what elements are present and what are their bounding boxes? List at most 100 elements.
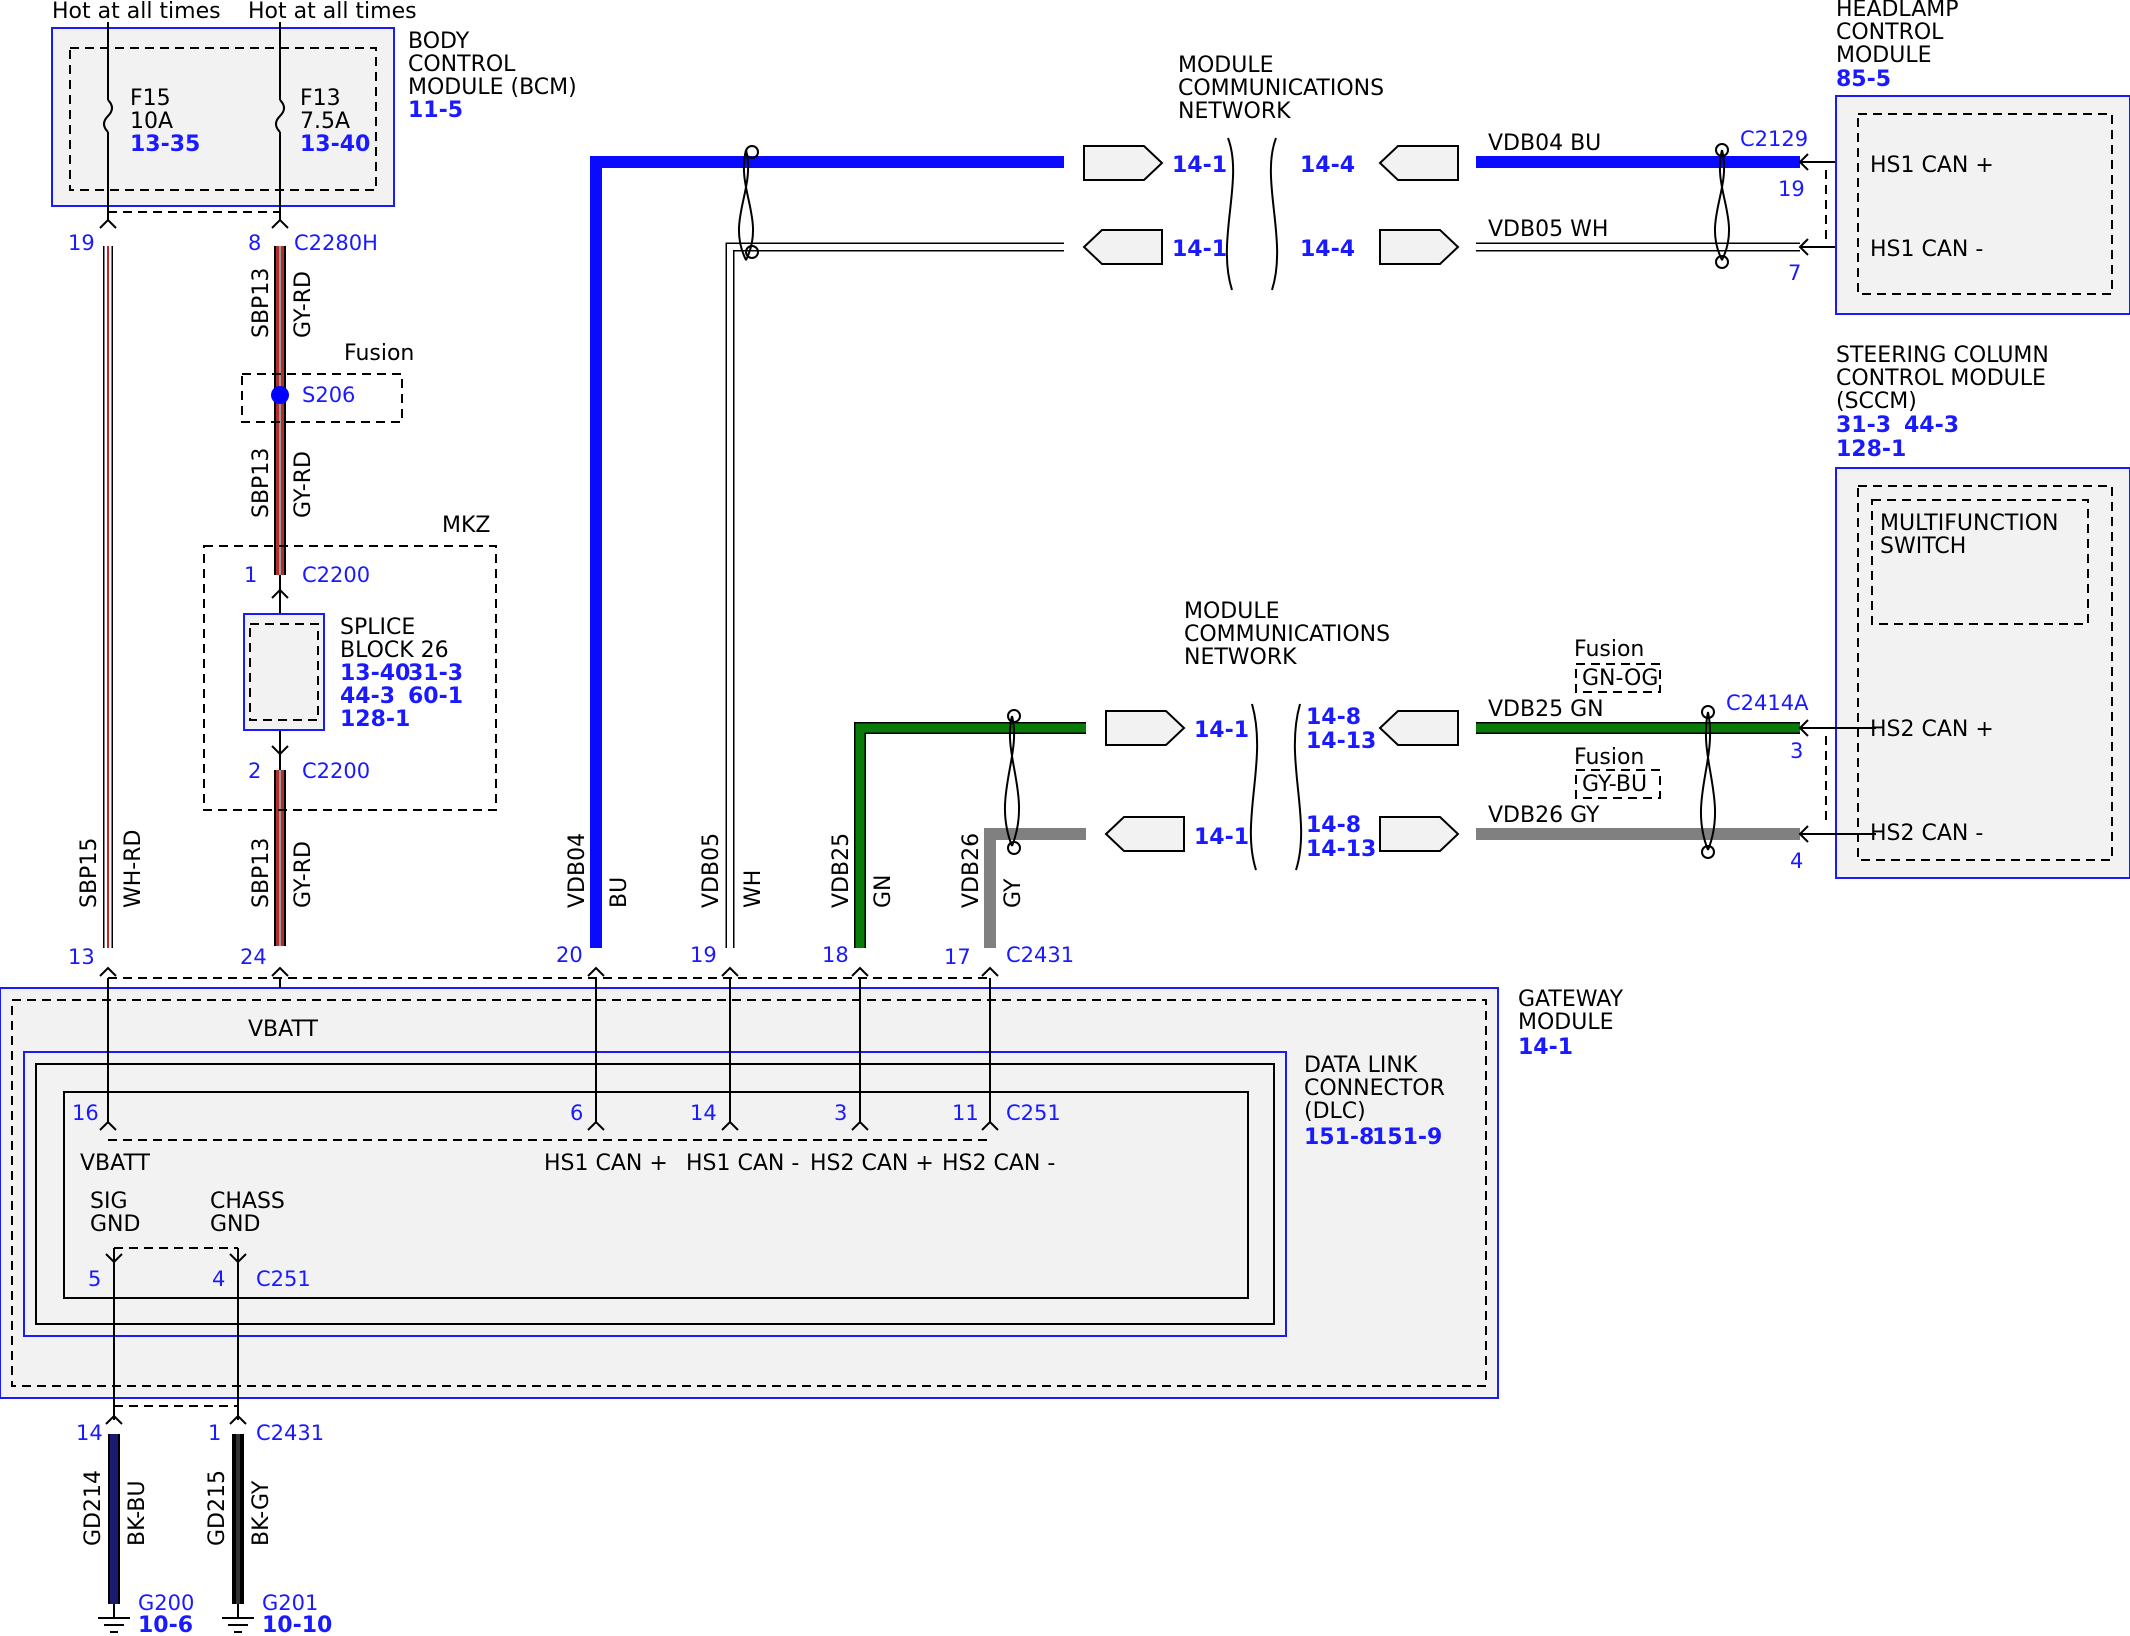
mcn-bot-title-2: COMMUNICATIONS (1184, 622, 1390, 647)
gw-pin-17: 17 (944, 945, 971, 969)
sccm-switch-1: MULTIFUNCTION (1880, 511, 2059, 536)
dlc-conn-2: C251 (256, 1267, 311, 1291)
dlc-pin-6: 6 (570, 1101, 583, 1125)
headlamp-title-1: HEADLAMP (1836, 0, 1959, 22)
gw-conn: C2431 (1006, 943, 1074, 967)
gw-pin-19: 19 (690, 943, 717, 967)
fuse-f13-name: F13 (300, 86, 341, 111)
wire-sbp15: SBP15 WH-RD (77, 246, 146, 948)
gyrd-label-a: GY-RD (291, 271, 316, 338)
sbp13-label-a: SBP13 (249, 268, 274, 338)
sccm-ref-1: 31-3 (1836, 413, 1891, 438)
ground-section: 14 1 C2431 GD214 BK-BU GD215 BK-GY G200 … (76, 1405, 332, 1636)
sbp13-label-b: SBP13 (249, 448, 274, 518)
sccm-title-2: CONTROL MODULE (1836, 366, 2046, 391)
sccm-ref-3: 128-1 (1836, 437, 1906, 462)
splice-ref-1: 13-40 (340, 661, 410, 686)
mcn-top-ref-right-1: 14-4 (1300, 153, 1355, 178)
gyrd-label-c: GY-RD (291, 841, 316, 908)
mcn-top-ref-left-2: 14-1 (1172, 237, 1227, 262)
mcn-top-ref-right-2: 14-4 (1300, 237, 1355, 262)
g200-ref: 10-6 (138, 1613, 193, 1636)
dlc-sig-1: SIG (90, 1189, 128, 1214)
sccm-pin-top: HS2 CAN + (1870, 717, 1994, 742)
gyrd-label-b: GY-RD (291, 451, 316, 518)
dlc-chass-1: CHASS (210, 1189, 285, 1214)
mcn-top-title-1: MODULE (1178, 53, 1274, 78)
wire-vdb26: VDB26 GY (959, 828, 1086, 948)
bcm-block: Hot at all times Hot at all times F15 10… (51, 0, 577, 255)
splice-fusion-label: Fusion (344, 341, 414, 366)
dlc-chass-2: GND (210, 1212, 260, 1237)
splice-block-26: MKZ 1 C2200 SPLICE BLOCK 26 13-40 31-3 4… (203, 513, 497, 811)
sccm-ref-2: 44-3 (1904, 413, 1959, 438)
splice-ref-2: 31-3 (408, 661, 463, 686)
bcm-pin-8: 8 (248, 231, 261, 255)
inline-connector-icon (1379, 816, 1460, 852)
vdb26-label: VDB26 (959, 833, 984, 908)
headlamp-title-3: MODULE (1836, 43, 1932, 68)
vdb05-label: VDB05 (699, 833, 724, 908)
mcn-top-conn: C2129 (1740, 127, 1808, 151)
wh-label: WH (741, 870, 766, 908)
inline-connector-icon (1104, 816, 1185, 852)
sccm-module: STEERING COLUMN CONTROL MODULE (SCCM) 31… (1835, 343, 2130, 879)
dlc-pin-11: 11 (952, 1101, 979, 1125)
mcn-bot-ref-right-a1: 14-8 (1306, 705, 1361, 730)
mcn-bot-wire-bot: VDB26 GY (1488, 803, 1600, 828)
splice-pin-1: 1 (244, 563, 257, 587)
mcn-bot-ref-right-b1: 14-8 (1306, 813, 1361, 838)
gn-label: GN (871, 874, 896, 908)
inline-connector-icon (1378, 710, 1459, 746)
mcn-bot-wire-top: VDB25 GN (1488, 697, 1604, 722)
gw-pin-24: 24 (240, 945, 267, 969)
dlc-pin-14: 14 (690, 1101, 717, 1125)
dlc-can-4: HS2 CAN - (942, 1151, 1055, 1176)
gnd-pin-14: 14 (76, 1421, 103, 1445)
bkbu-label: BK-BU (125, 1480, 150, 1546)
splice-name: S206 (302, 383, 355, 407)
mcn-top-wire-bot: VDB05 WH (1488, 217, 1608, 242)
gateway-pin-row: 13 24 20 19 18 17 C2431 (68, 943, 1074, 979)
mcn-bot-pin-4: 4 (1790, 849, 1803, 873)
ground-icon (98, 1604, 130, 1633)
splice-dot-icon (271, 386, 289, 404)
dlc-title-1: DATA LINK (1304, 1053, 1418, 1078)
fuse-f15-rating: 10A (130, 109, 173, 134)
sccm-pin-bot: HS2 CAN - (1870, 821, 1983, 846)
ground-icon (222, 1604, 254, 1633)
mcn-bottom: MODULE COMMUNICATIONS NETWORK 14-1 14-1 … (1104, 599, 1876, 873)
mcn-bot-fusion-2-wire: GY-BU (1582, 772, 1647, 797)
bu-label: BU (607, 877, 632, 908)
gnd-pin-1: 1 (208, 1421, 221, 1445)
dlc-pin-16: 16 (72, 1101, 99, 1125)
gateway-ref: 14-1 (1518, 1035, 1573, 1060)
sbp15-label: SBP15 (77, 838, 102, 908)
wire-vdb05: VDB05 WH (699, 242, 1064, 948)
mcn-bot-ref-right-b2: 14-13 (1306, 837, 1376, 862)
bcm-inner (69, 47, 377, 191)
splice-ref-5: 128-1 (340, 707, 410, 732)
bkgy-label: BK-GY (249, 1480, 274, 1546)
mcn-top-wire-top: VDB04 BU (1488, 131, 1601, 156)
mcn-top-ref-left-1: 14-1 (1172, 153, 1227, 178)
splice-s206: Fusion S206 (241, 341, 414, 423)
mcn-bot-ref-right-a2: 14-13 (1306, 729, 1376, 754)
inline-connector-icon (1083, 145, 1164, 181)
fuse-f13-rating: 7.5A (300, 109, 350, 134)
gateway-module: GATEWAY MODULE 14-1 VBATT DATA LINK CONN… (0, 978, 1624, 1420)
mcn-bot-pin-3: 3 (1790, 739, 1803, 763)
gd214-label: GD214 (81, 1470, 106, 1546)
gateway-title-1: GATEWAY (1518, 987, 1624, 1012)
headlamp-title-2: CONTROL (1836, 20, 1944, 45)
gw-pin-18: 18 (822, 943, 849, 967)
sccm-title-1: STEERING COLUMN (1836, 343, 2049, 368)
dlc-pin-4: 4 (212, 1267, 225, 1291)
dlc-can-1: HS1 CAN + (544, 1151, 668, 1176)
mcn-top: MODULE COMMUNICATIONS NETWORK 14-1 14-1 … (1082, 53, 1876, 291)
dlc-sig-2: GND (90, 1212, 140, 1237)
hot-label-2: Hot at all times (248, 0, 417, 24)
mkz-label: MKZ (442, 513, 490, 538)
splice-block-title-2: BLOCK 26 (340, 638, 449, 663)
dlc-title-2: CONNECTOR (1304, 1076, 1445, 1101)
